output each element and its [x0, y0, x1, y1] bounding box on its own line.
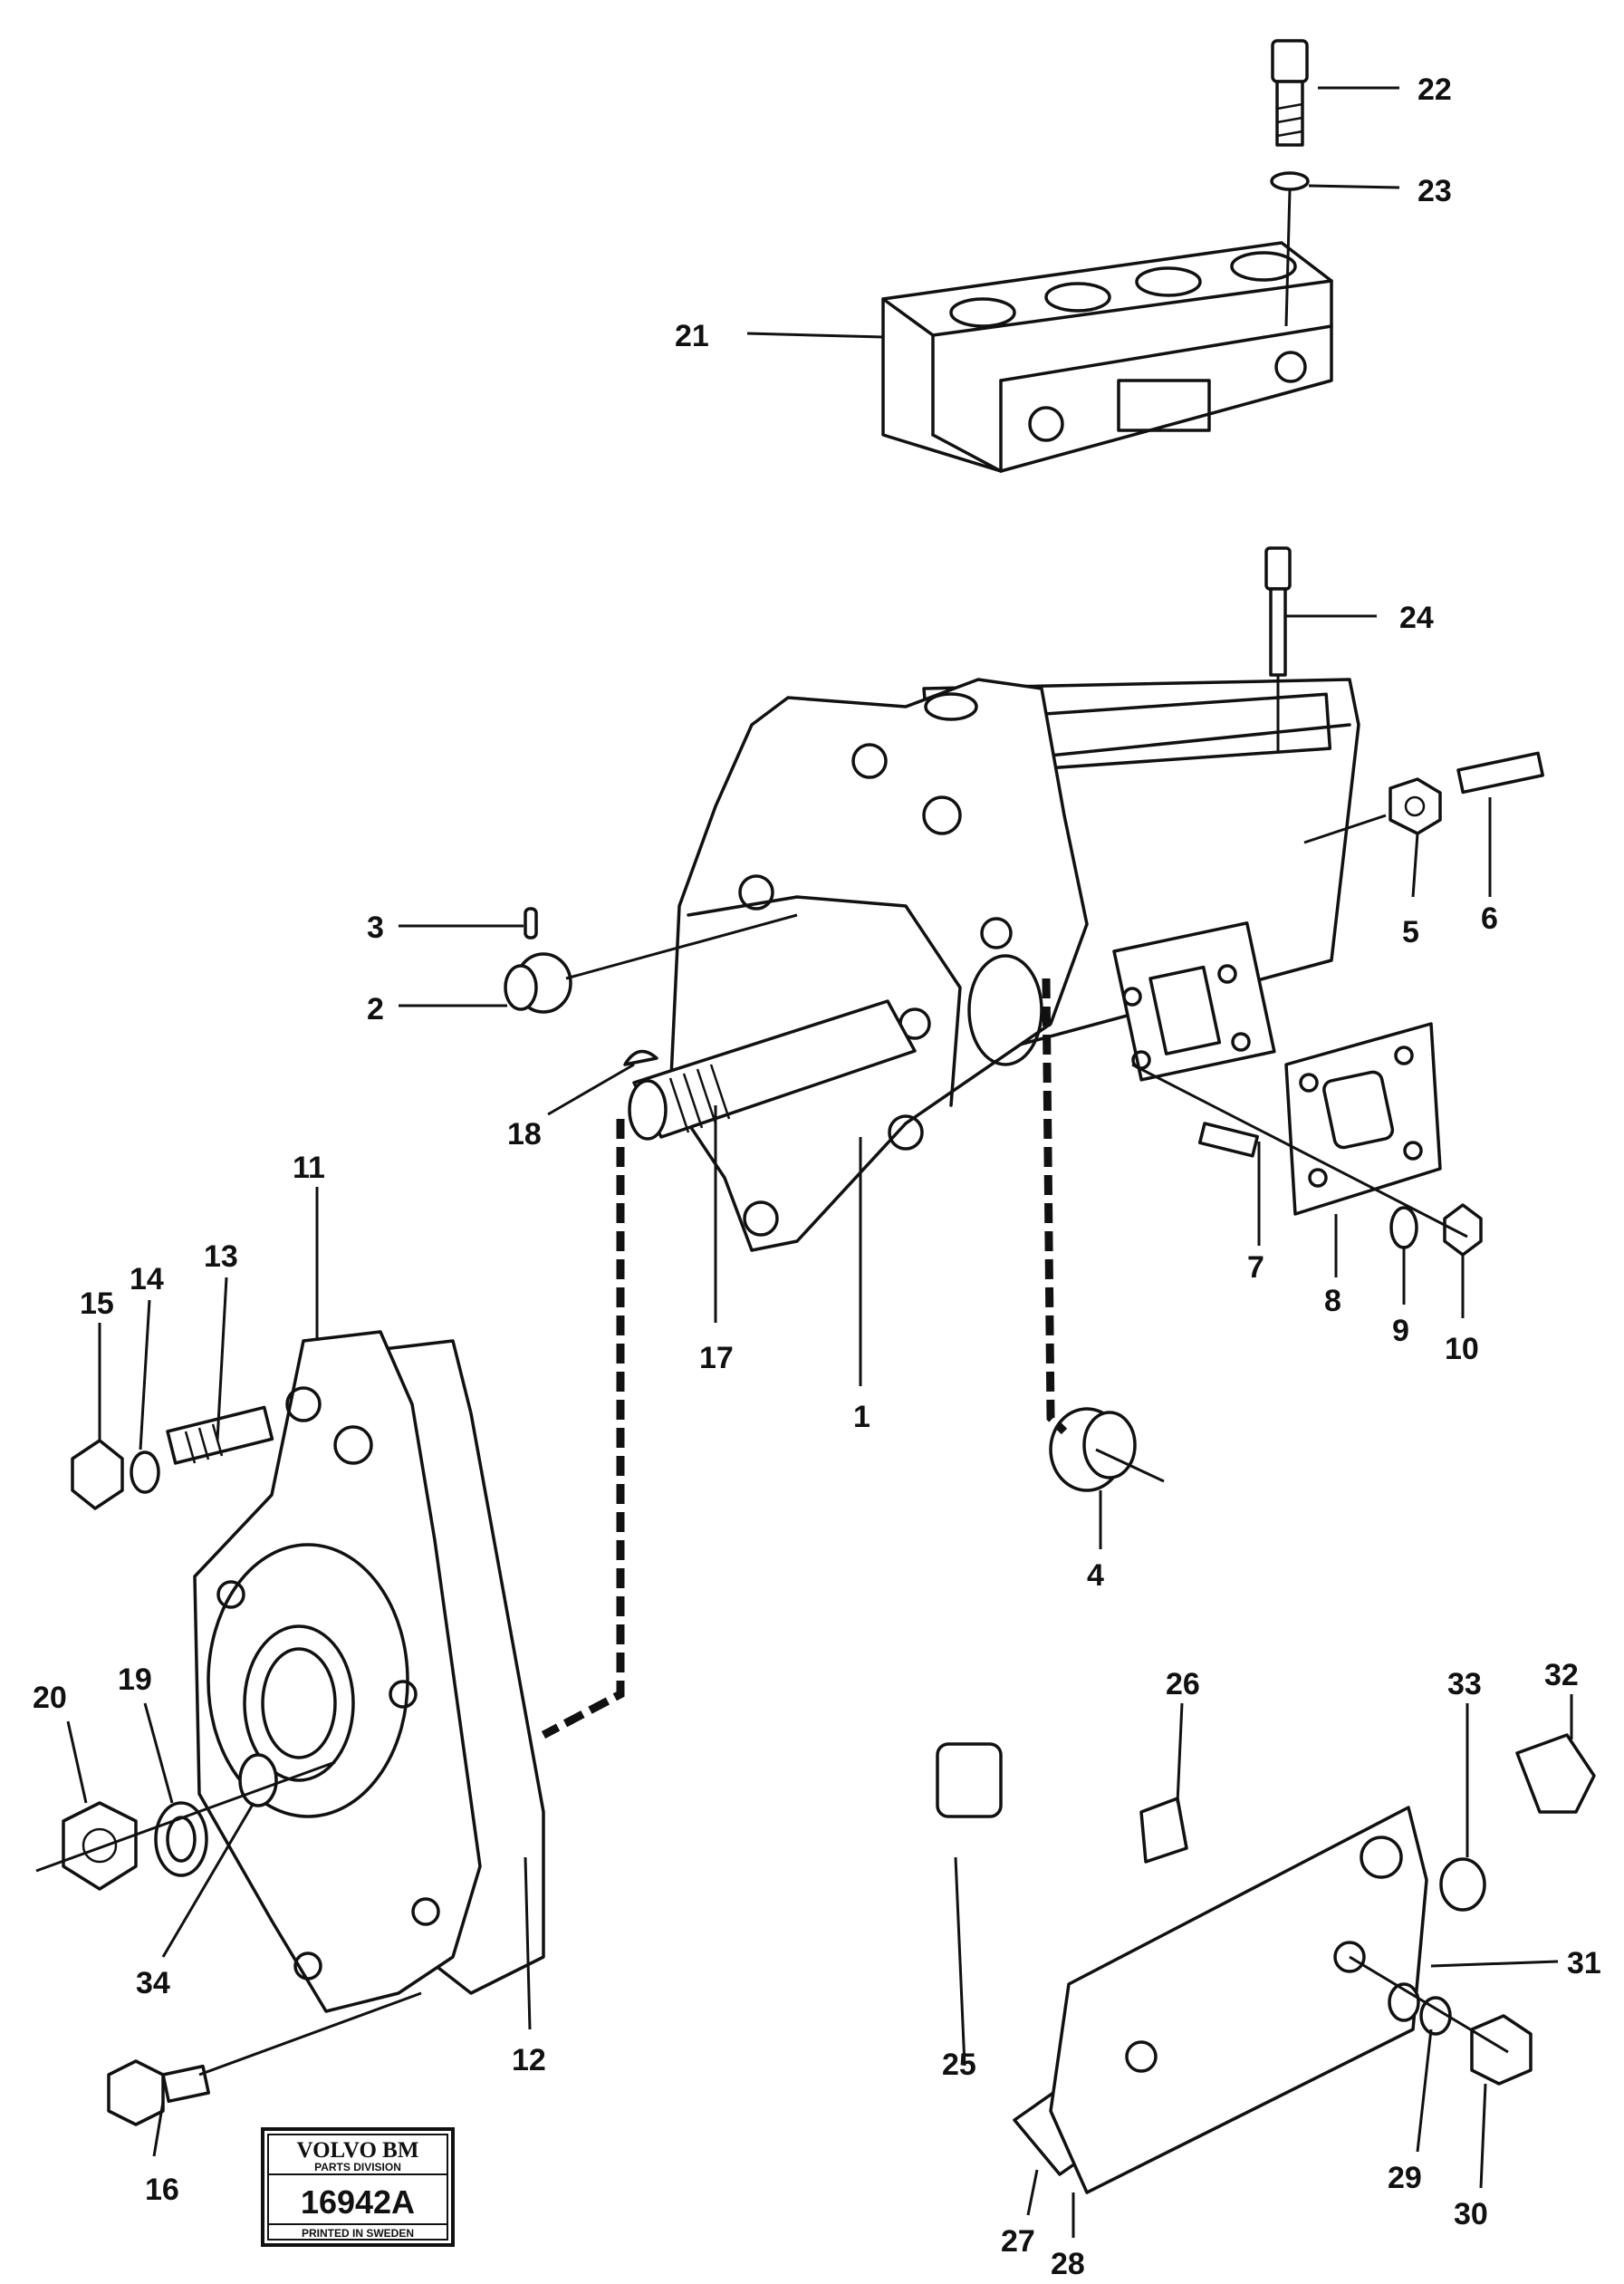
part-shaft-nut: [35, 1753, 336, 1891]
part-woodruff-key: [623, 1049, 658, 1066]
leader-lines: [66, 86, 1573, 2238]
part-top-screw: [1270, 39, 1310, 327]
callout-33: 33: [1447, 1667, 1482, 1701]
callout-labels: 22 23 21 24 5 6 3 2 18 17 1 7 8 9 10 4 1…: [33, 72, 1601, 2281]
callout-9: 9: [1392, 1314, 1409, 1348]
callout-30: 30: [1454, 2197, 1488, 2231]
part-adjust-screw: [1303, 751, 1544, 844]
callout-3: 3: [367, 911, 384, 945]
callout-31: 31: [1567, 1946, 1601, 1980]
part-bush: [1049, 1407, 1165, 1492]
callout-20: 20: [33, 1681, 67, 1715]
callout-32: 32: [1544, 1658, 1579, 1692]
callout-1: 1: [853, 1400, 870, 1434]
part-stud-nut: [71, 1405, 274, 1510]
callout-22: 22: [1417, 72, 1452, 107]
callout-10: 10: [1445, 1332, 1479, 1366]
part-pump-housing: [668, 678, 1360, 1252]
part-cover-plate-small: [1131, 1022, 1483, 1257]
callout-34: 34: [136, 1966, 170, 2000]
callout-18: 18: [507, 1117, 542, 1152]
part-drive-shaft: [628, 999, 917, 1141]
callout-13: 13: [204, 1239, 238, 1274]
callout-15: 15: [80, 1287, 114, 1321]
callout-7: 7: [1247, 1250, 1264, 1285]
callout-6: 6: [1481, 901, 1498, 936]
part-valve-block: [881, 241, 1333, 473]
stamp-brand: VOLVO BM: [297, 2138, 419, 2163]
callout-28: 28: [1051, 2247, 1085, 2281]
callout-14: 14: [130, 1262, 164, 1296]
callout-12: 12: [512, 2043, 546, 2077]
alignment-line-right: [1042, 978, 1068, 1435]
callout-26: 26: [1166, 1667, 1200, 1701]
callout-24: 24: [1399, 601, 1434, 635]
part-bolt: [107, 1991, 422, 2126]
callout-11: 11: [293, 1151, 325, 1185]
callout-29: 29: [1388, 2161, 1422, 2195]
callout-16: 16: [145, 2173, 179, 2207]
alignment-line-left: [541, 1119, 625, 1739]
part-front-cover: [193, 1330, 545, 2013]
callout-8: 8: [1324, 1284, 1341, 1318]
callout-17: 17: [699, 1341, 734, 1375]
part-long-pin: [1264, 546, 1292, 752]
part-lower-cover: [936, 1733, 1596, 2194]
callout-5: 5: [1402, 915, 1419, 949]
callout-21: 21: [675, 319, 709, 353]
callout-4: 4: [1087, 1558, 1104, 1593]
stamp-printed: PRINTED IN SWEDEN: [302, 2227, 414, 2240]
parts-division-stamp: VOLVO BM PARTS DIVISION 16942A PRINTED I…: [261, 2127, 455, 2247]
callout-27: 27: [1001, 2224, 1035, 2259]
stamp-division: PARTS DIVISION: [314, 2161, 401, 2173]
callout-23: 23: [1417, 174, 1452, 208]
stamp-number: 16942A: [301, 2183, 415, 2221]
callout-25: 25: [942, 2048, 976, 2082]
callout-2: 2: [367, 992, 384, 1026]
callout-19: 19: [118, 1662, 152, 1697]
part-plug: [504, 907, 798, 1014]
